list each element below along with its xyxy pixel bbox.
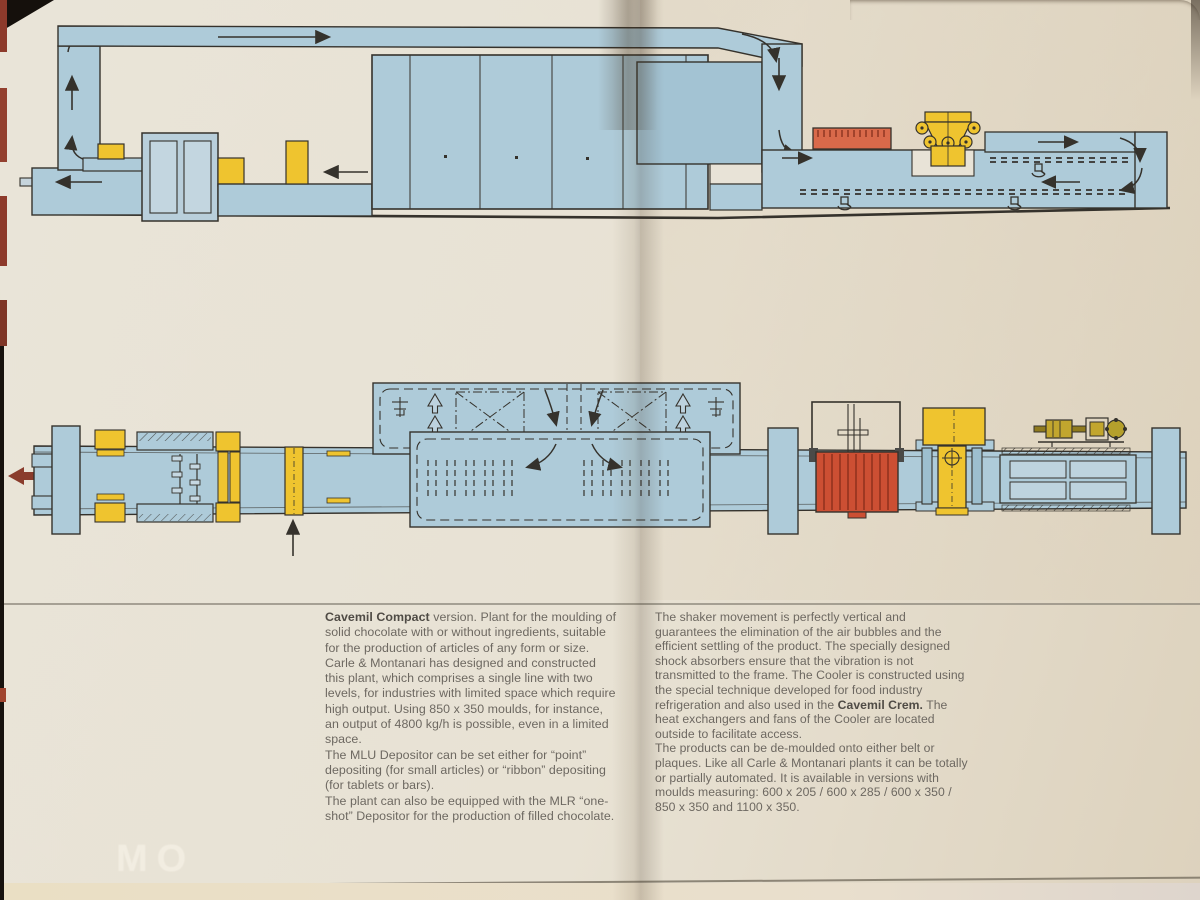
photo-edge-left [0,330,4,900]
body-text: The shaker movement is perfectly vertica… [655,610,965,712]
paragraph: Cavemil Compact version. Plant for the m… [325,610,618,748]
depositor-band [284,446,351,556]
cooler-tower [371,54,763,211]
text-column-left: Cavemil Compact version. Plant for the m… [325,610,618,824]
cooler-lower-deck [409,431,711,528]
binding-edge-mark [0,300,7,346]
photo-corner-top-right [850,0,1200,20]
page-fold-shadow [612,0,664,900]
drive-motor-icon [1033,417,1127,447]
bold-product-name: Cavemil Compact [325,610,430,624]
binding-edge-mark [0,688,6,702]
cross-conveyor-1 [31,425,81,535]
moulding-machine-plan [136,431,241,523]
body-text: version. Plant for the moulding of solid… [325,610,617,747]
divider-line-top [0,603,1200,605]
body-text: The heat exchangers and fans of the Cool… [655,697,948,741]
mould-rack [583,460,669,498]
comb-unit [812,127,892,150]
bold-product-name: Cavemil Crem. [837,697,923,712]
mould-elevator [57,27,103,171]
mould-rack [427,460,513,498]
binding-edge-mark [0,0,7,52]
print-through-watermark: MO [116,838,196,880]
paragraph: The shaker movement is perfectly vertica… [655,610,969,741]
plan-view-diagram [8,382,1187,556]
cross-conveyor-3 [1151,427,1181,535]
paragraph: The products can be de-moulded onto eith… [655,741,968,814]
shaker-unit [809,401,904,519]
paragraph: The plant can also be equipped with the … [325,793,615,823]
demoulder-pads [94,429,126,523]
lower-conveyor [217,140,373,217]
binding-edge-mark [0,88,7,162]
feeder-unit [19,167,145,216]
binding-edge-mark [0,196,7,266]
cross-conveyor-2 [767,427,799,535]
page-fold-shadow-top [598,0,658,130]
photo-edge-right [1191,0,1200,100]
text-column-right: The shaker movement is perfectly vertica… [655,610,969,814]
side-elevation-diagram [19,25,1171,222]
paragraph: The MLU Depositor can be set either for … [325,747,606,793]
depositor-plan [915,407,995,516]
product-exit-arrow [8,467,40,485]
transfer-shelf [82,143,144,172]
depositor-icon [915,111,981,167]
moulding-machine [141,132,219,222]
page-bottom-strip [0,883,1200,900]
exit-conveyor [999,447,1137,512]
